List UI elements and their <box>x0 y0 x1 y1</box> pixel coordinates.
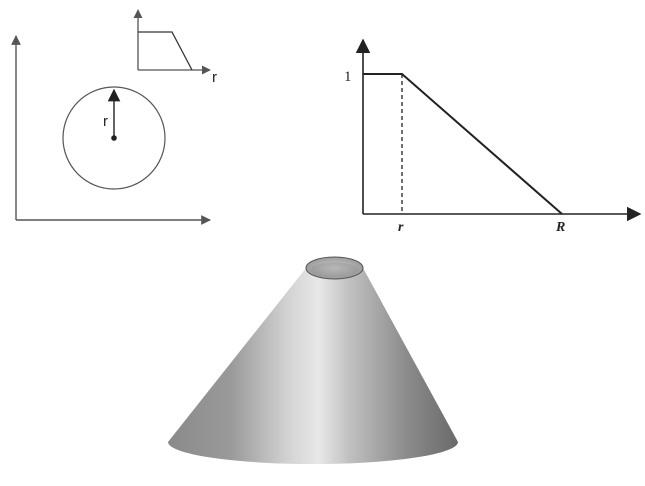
y-tick-label: 1 <box>344 69 352 85</box>
truncated-cone <box>168 256 458 464</box>
disc-outline <box>62 86 166 190</box>
inset-profile-line <box>138 31 193 71</box>
profile-line <box>363 73 563 215</box>
outer-radius-label: R <box>555 220 565 235</box>
circle-diagram: r <box>11 35 211 225</box>
cone-top-opening <box>305 256 364 280</box>
inner-radius-label: r <box>398 220 404 235</box>
radius-label: r <box>103 113 108 130</box>
inset-plot: r <box>133 9 217 86</box>
cone-surface <box>168 268 458 464</box>
cone-inner-rim <box>310 262 359 278</box>
inset-axis-label: r <box>212 69 217 86</box>
profile-plot: 1 r R <box>344 38 642 235</box>
